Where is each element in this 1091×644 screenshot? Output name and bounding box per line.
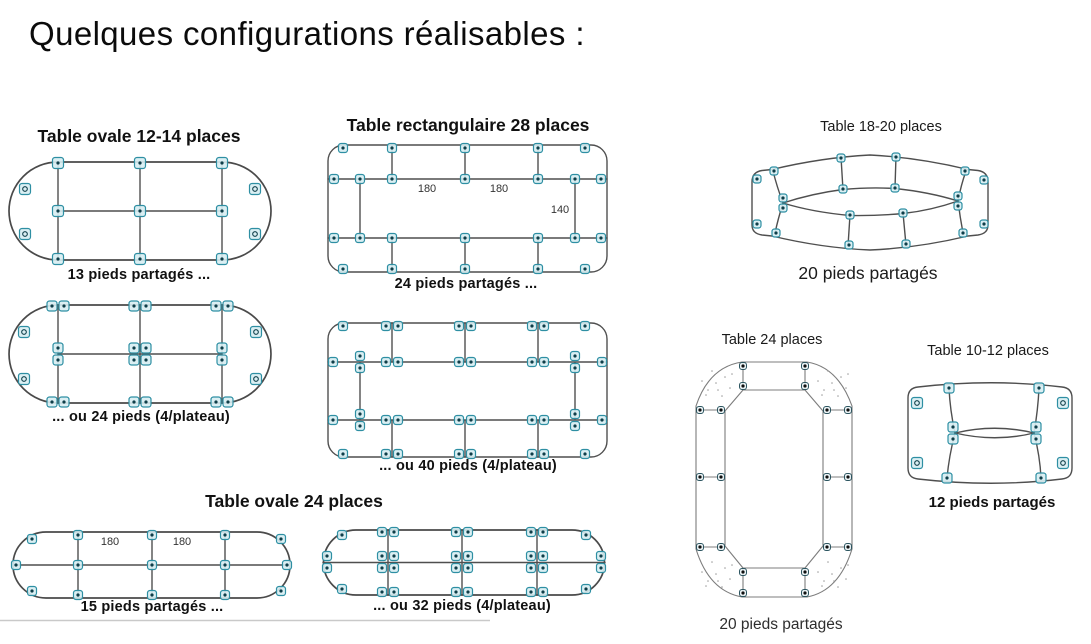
end-legs bbox=[17, 325, 263, 386]
section-title-oval-12-14: Table ovale 12-14 places bbox=[37, 126, 241, 146]
caption-oval-24-shared: 15 pieds partagés ... bbox=[80, 599, 224, 615]
legs bbox=[321, 526, 607, 598]
caption-oval-12-14-individual: ... ou 24 pieds (4/plateau) bbox=[52, 409, 230, 425]
end-legs bbox=[18, 182, 262, 241]
corner-stipple bbox=[701, 370, 849, 588]
oval-12-14-shared-diagram bbox=[8, 156, 272, 266]
oval-12-14-individual-diagram bbox=[8, 300, 272, 408]
inner-opening bbox=[782, 187, 959, 217]
section-title-rect-28: Table rectangulaire 28 places bbox=[346, 115, 590, 135]
tabletop-joints bbox=[322, 529, 606, 596]
legs bbox=[327, 320, 608, 460]
caption-curved-18-20: 20 pieds partagés bbox=[798, 263, 938, 283]
caption-barrel-10-12: 12 pieds partagés bbox=[928, 494, 1056, 511]
page-title: Quelques configurations réalisables : bbox=[29, 15, 585, 52]
tabletop-outline bbox=[322, 529, 606, 596]
legs bbox=[46, 300, 234, 408]
oval-24-shared-diagram bbox=[10, 529, 293, 601]
caption-octagon-24: 20 pieds partagés bbox=[719, 616, 843, 633]
legs bbox=[752, 152, 989, 250]
dimension-label: 140 bbox=[550, 204, 570, 216]
inner-outline bbox=[724, 389, 824, 569]
tabletop-outline bbox=[907, 382, 1073, 484]
curved-18-20-diagram bbox=[751, 152, 989, 251]
tabletop-joints bbox=[57, 304, 223, 404]
inner-opening bbox=[954, 427, 1035, 439]
legs bbox=[696, 362, 852, 597]
section-title-barrel-10-12: Table 10-12 places bbox=[927, 343, 1049, 359]
tabletop-outline bbox=[327, 322, 608, 458]
octagon-24-diagram bbox=[695, 361, 853, 598]
tabletop-joints bbox=[946, 387, 1042, 479]
dimension-label: 180 bbox=[489, 183, 509, 195]
dimension-label: 180 bbox=[417, 183, 437, 195]
barrel-10-12-diagram bbox=[907, 382, 1073, 484]
legs bbox=[941, 382, 1047, 484]
section-title-octagon-24: Table 24 places bbox=[721, 332, 823, 348]
module-joints bbox=[696, 362, 852, 597]
legs bbox=[328, 142, 607, 275]
caption-oval-12-14-shared: 13 pieds partagés ... bbox=[67, 267, 211, 283]
tabletop-joints bbox=[772, 155, 967, 247]
tabletop-joints bbox=[327, 322, 608, 458]
section-title-oval-24: Table ovale 24 places bbox=[205, 491, 383, 511]
caption-rect-28-individual: ... ou 40 pieds (4/plateau) bbox=[379, 458, 557, 474]
oval-24-individual-diagram bbox=[321, 526, 607, 598]
outer-outline bbox=[695, 361, 853, 598]
legs bbox=[10, 529, 293, 601]
legs bbox=[51, 156, 229, 266]
section-title-curved-18-20: Table 18-20 places bbox=[820, 119, 942, 135]
rect-28-individual-diagram bbox=[327, 320, 608, 460]
caption-rect-28-shared: 24 pieds partagés ... bbox=[394, 276, 538, 292]
rect-28-shared-diagram bbox=[327, 142, 608, 275]
tabletop-outline bbox=[12, 531, 291, 599]
corner-legs bbox=[910, 396, 1070, 470]
dimension-label: 180 bbox=[172, 536, 192, 548]
caption-oval-24-individual: ... ou 32 pieds (4/plateau) bbox=[373, 598, 551, 614]
dimension-label: 180 bbox=[100, 536, 120, 548]
